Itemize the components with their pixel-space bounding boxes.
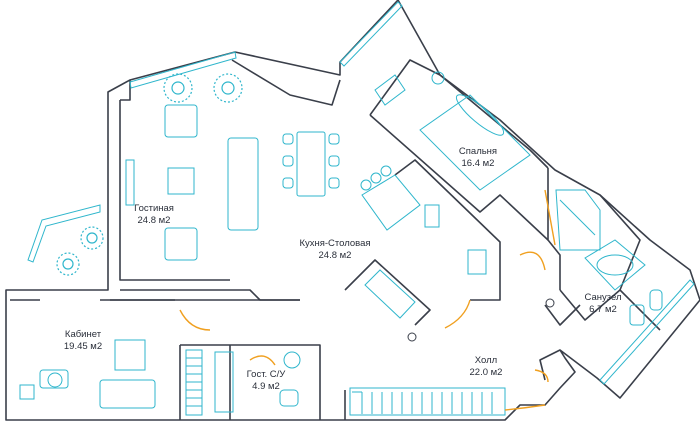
room-label-kitchen: Кухня-Столовая 24.8 м2 [290, 238, 380, 262]
room-name: Кабинет [64, 329, 102, 340]
plants [56, 73, 243, 276]
room-label-bedroom: Спальня 16.4 м2 [450, 146, 506, 170]
room-area: 16.4 м2 [461, 158, 495, 169]
room-name: Спальня [458, 146, 498, 157]
room-label-study: Кабинет 19.45 м2 [48, 329, 118, 353]
fixtures [407, 298, 555, 342]
room-area: 4.9 м2 [252, 381, 280, 392]
room-name: Холл [474, 355, 498, 366]
room-name: Кухня-Столовая [299, 238, 371, 249]
room-area: 19.45 м2 [63, 341, 103, 352]
room-name: Санузел [584, 292, 622, 303]
room-name: Гост. С/У [246, 369, 286, 380]
room-label-hall: Холл 22.0 м2 [458, 355, 514, 379]
room-area: 22.0 м2 [469, 367, 503, 378]
room-label-guest-wc: Гост. С/У 4.9 м2 [236, 369, 296, 393]
furniture [19, 71, 663, 416]
room-area: 24.8 м2 [137, 215, 171, 226]
room-name: Гостиная [134, 203, 174, 214]
walls [5, 0, 700, 421]
doors [179, 189, 556, 411]
room-label-living: Гостиная 24.8 м2 [124, 203, 184, 227]
room-area: 24.8 м2 [318, 250, 352, 261]
room-area: 6.7 м2 [589, 304, 617, 315]
windows [27, 1, 695, 416]
room-label-bathroom: Санузел 6.7 м2 [575, 292, 631, 316]
